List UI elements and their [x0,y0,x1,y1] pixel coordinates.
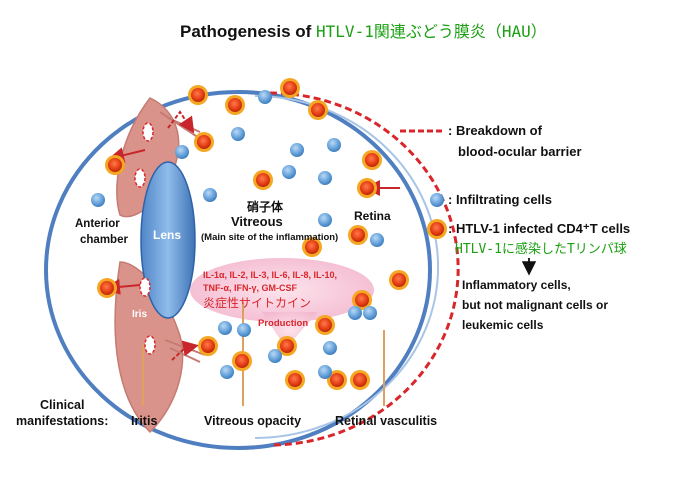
clinical-label-1: Clinical [40,398,85,412]
infected-cell [392,273,406,287]
legend-breakdown-2: blood-ocular barrier [458,144,582,159]
iris-vessel [144,335,156,355]
infiltrating-cell [282,165,296,179]
infected-cell [280,339,294,353]
infiltrating-cell [370,233,384,247]
cytokines-jp: 炎症性サイトカイン [203,296,312,310]
vitreous-jp-label: 硝子体 [247,200,284,214]
legend-infiltrating: : Infiltrating cells [448,192,553,207]
infected-cell [330,373,344,387]
infiltrating-cell [237,323,251,337]
infected-cell [228,98,242,112]
production-label: Production [258,318,309,329]
infected-cell [100,281,114,295]
infected-cell [311,103,325,117]
iris-label: Iris [132,309,148,320]
infiltrating-cell [318,365,332,379]
infected-cell [305,240,319,254]
legend-infected-cell [430,222,444,236]
anterior-chamber-label-1: Anterior [75,218,120,230]
cytokine-bubble-tail [262,312,318,348]
infected-cell [191,88,205,102]
clinical-iritis: Iritis [131,414,158,428]
clinical-label-2: manifestations: [16,414,109,428]
infected-cell [365,153,379,167]
infected-cells-group [97,78,409,390]
lens [140,161,196,319]
clinical-retinal-vasculitis: Retinal vasculitis [335,414,438,428]
infiltrating-cell [318,171,332,185]
infiltrating-cell [258,90,272,104]
infected-cell [288,373,302,387]
cell-migration-arrow [167,110,195,134]
infected-cell [360,181,374,195]
iris-vessel [139,277,151,297]
legend-infiltrating-cell [430,193,444,207]
cell-migration-arrow [171,340,199,361]
infiltrating-cell [268,349,282,363]
infected-cell [197,135,211,149]
infected-cell [351,228,365,242]
vitreous-sub-label: (Main site of the inflammation) [201,232,339,243]
cytokines-line2: TNF-α, IFN-γ, GM-CSF [203,283,298,293]
infected-cell [201,339,215,353]
infiltrating-cells-group [91,90,384,379]
title-jp: HTLV-1関連ぶどう膜炎（HAU） [316,22,547,41]
infected-cell [108,158,122,172]
infiltrating-cell [218,321,232,335]
iris-vessel [134,168,146,188]
cytokine-bubble [190,258,374,322]
vitreous-label: Vitreous [231,214,283,229]
infiltrating-cell [220,365,234,379]
legend-inflammatory-2: but not malignant cells or [462,298,609,312]
infiltrating-cell [175,145,189,159]
retina-label: Retina [354,209,391,223]
legend-inflammatory-3: leukemic cells [462,318,544,332]
infiltrating-cell [203,188,217,202]
infiltrating-cell [323,341,337,355]
infiltrating-cell [363,306,377,320]
barrier-breakdown-arc [269,91,460,447]
infected-cell [256,173,270,187]
infiltrating-cell [348,306,362,320]
clinical-vitreous-opacity: Vitreous opacity [204,414,302,428]
infected-cell [355,293,369,307]
infected-cell [318,318,332,332]
infiltrating-cell [231,127,245,141]
cytokines-line1: IL-1α, IL-2, IL-3, IL-6, IL-8, IL-10, [203,270,338,280]
infected-cell [283,81,297,95]
legend-breakdown-1: : Breakdown of [448,123,542,138]
lens-label: Lens [153,228,182,242]
legend-htlv-infected-jp: HTLV-1に感染したTリンパ球 [455,242,627,257]
infiltrating-cell [327,138,341,152]
infiltrating-cell [91,193,105,207]
infected-cell [353,373,367,387]
infiltrating-cell [318,213,332,227]
anterior-chamber-label-2: chamber [80,234,128,246]
infected-cell [235,354,249,368]
infiltrating-cell [290,143,304,157]
title-prefix: Pathogenesis of [180,22,317,41]
legend-inflammatory-1: Inflammatory cells, [462,278,571,292]
page-title: Pathogenesis of HTLV-1関連ぶどう膜炎（HAU） [180,18,547,42]
retina-layer [254,95,440,439]
legend-htlv-infected: : HTLV-1 infected CD4⁺T cells [448,221,631,236]
iris-vessel [142,122,154,142]
